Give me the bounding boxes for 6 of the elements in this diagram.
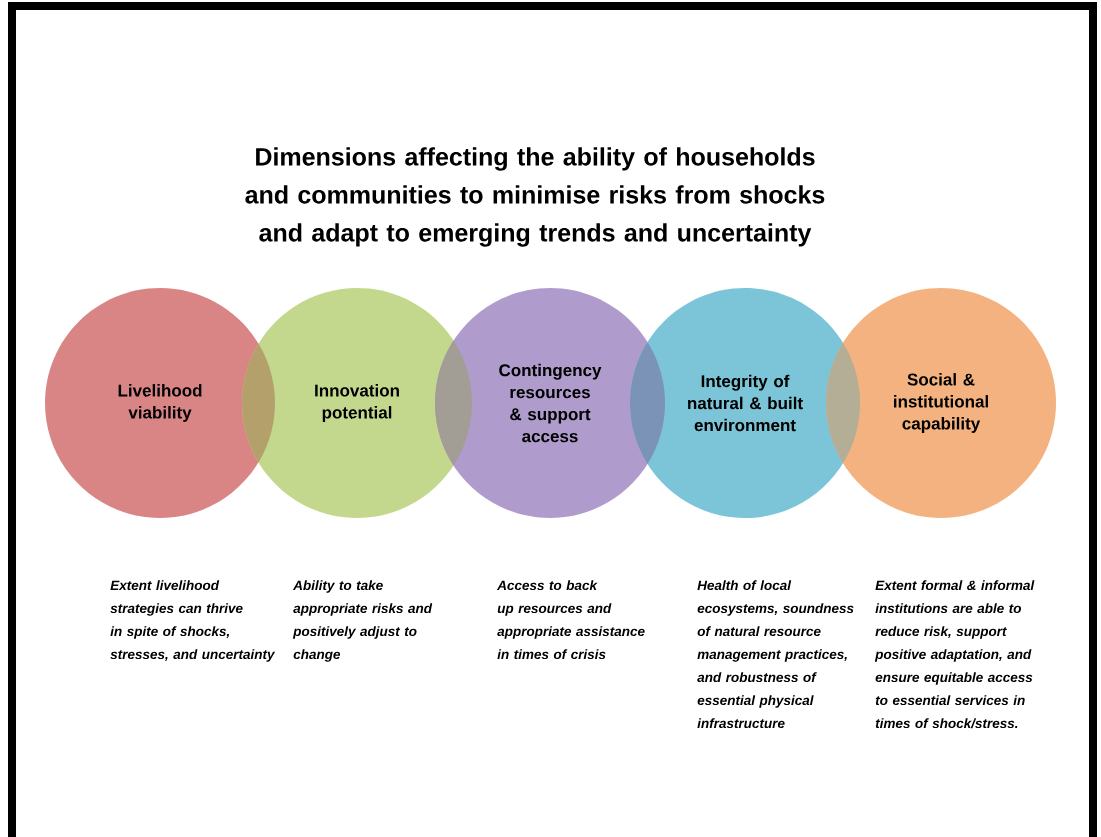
description: Access to back up resources and appropriate assistance in times of crisis xyxy=(496,580,645,660)
description: Health of local ecosystems, soundness of natural resource management practices, and robustness of essential physical infrastructure xyxy=(697,580,854,729)
title: Dimensions affecting the ability of households and communities to minimise risks from shocks and adapt to emerging trends and uncertainty xyxy=(245,147,825,247)
description: Extent livelihood strategies can thrive in spite of shocks, stresses, and uncertainty xyxy=(110,580,276,662)
description: Ability to take appropriate risks and positively adjust to change xyxy=(292,580,433,662)
description: Extent formal & informal institutions are able to reduce risk, support positive adaptation, and ensure equitable access to essential services in times of shock/stress. xyxy=(874,580,1035,729)
